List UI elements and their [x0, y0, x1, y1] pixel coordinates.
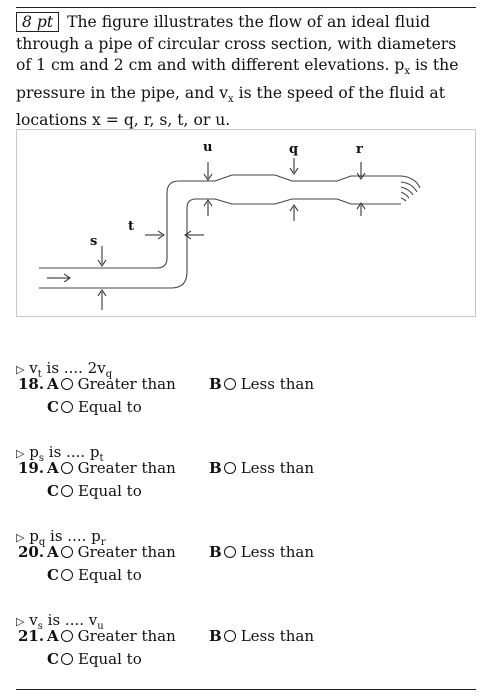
- question-statement: ▷ pq is .... pr: [16, 527, 106, 548]
- triangle-icon: ▷: [16, 615, 25, 628]
- problem-statement: 8 pt The figure illustrates the flow of …: [16, 12, 474, 132]
- question-number: 20.: [18, 543, 45, 561]
- radio-circle-icon[interactable]: [223, 630, 236, 642]
- radio-circle-icon[interactable]: [60, 653, 73, 665]
- question-statement: ▷ vs is .... vu: [16, 611, 104, 632]
- problem-text: The figure illustrates the flow of an id…: [16, 13, 459, 130]
- radio-circle-icon[interactable]: [223, 462, 236, 474]
- outlet-stream: [400, 175, 421, 189]
- triangle-icon: ▷: [16, 363, 25, 376]
- label-t: t: [128, 219, 134, 234]
- triangle-icon: ▷: [16, 531, 25, 544]
- points-badge: 8 pt: [16, 12, 60, 32]
- pipe-top-wall: [39, 174, 401, 269]
- label-u: u: [203, 140, 212, 155]
- radio-circle-icon[interactable]: [223, 546, 236, 558]
- top-rule: [16, 7, 476, 8]
- question-statement: ▷ ps is .... pt: [16, 443, 104, 464]
- radio-circle-icon[interactable]: [60, 546, 73, 558]
- question-number: 21.: [18, 627, 45, 645]
- label-r: r: [356, 142, 363, 157]
- question-statement: ▷ vt is .... 2vq: [16, 359, 113, 380]
- label-s: s: [90, 234, 97, 249]
- radio-circle-icon[interactable]: [60, 569, 73, 581]
- radio-circle-icon[interactable]: [60, 401, 73, 413]
- radio-circle-icon[interactable]: [223, 378, 236, 390]
- triangle-icon: ▷: [16, 447, 25, 460]
- radio-circle-icon[interactable]: [60, 378, 73, 390]
- pipe-diagram: u q r s t: [39, 140, 421, 310]
- radio-circle-icon[interactable]: [60, 485, 73, 497]
- pipe-figure: u q r s t: [16, 129, 476, 317]
- label-q: q: [289, 142, 298, 157]
- radio-circle-icon[interactable]: [60, 462, 73, 474]
- radio-circle-icon[interactable]: [60, 630, 73, 642]
- pipe-bottom-wall: [39, 198, 401, 289]
- question-number: 18.: [18, 375, 45, 393]
- bottom-rule: [16, 689, 476, 690]
- question-number: 19.: [18, 459, 45, 477]
